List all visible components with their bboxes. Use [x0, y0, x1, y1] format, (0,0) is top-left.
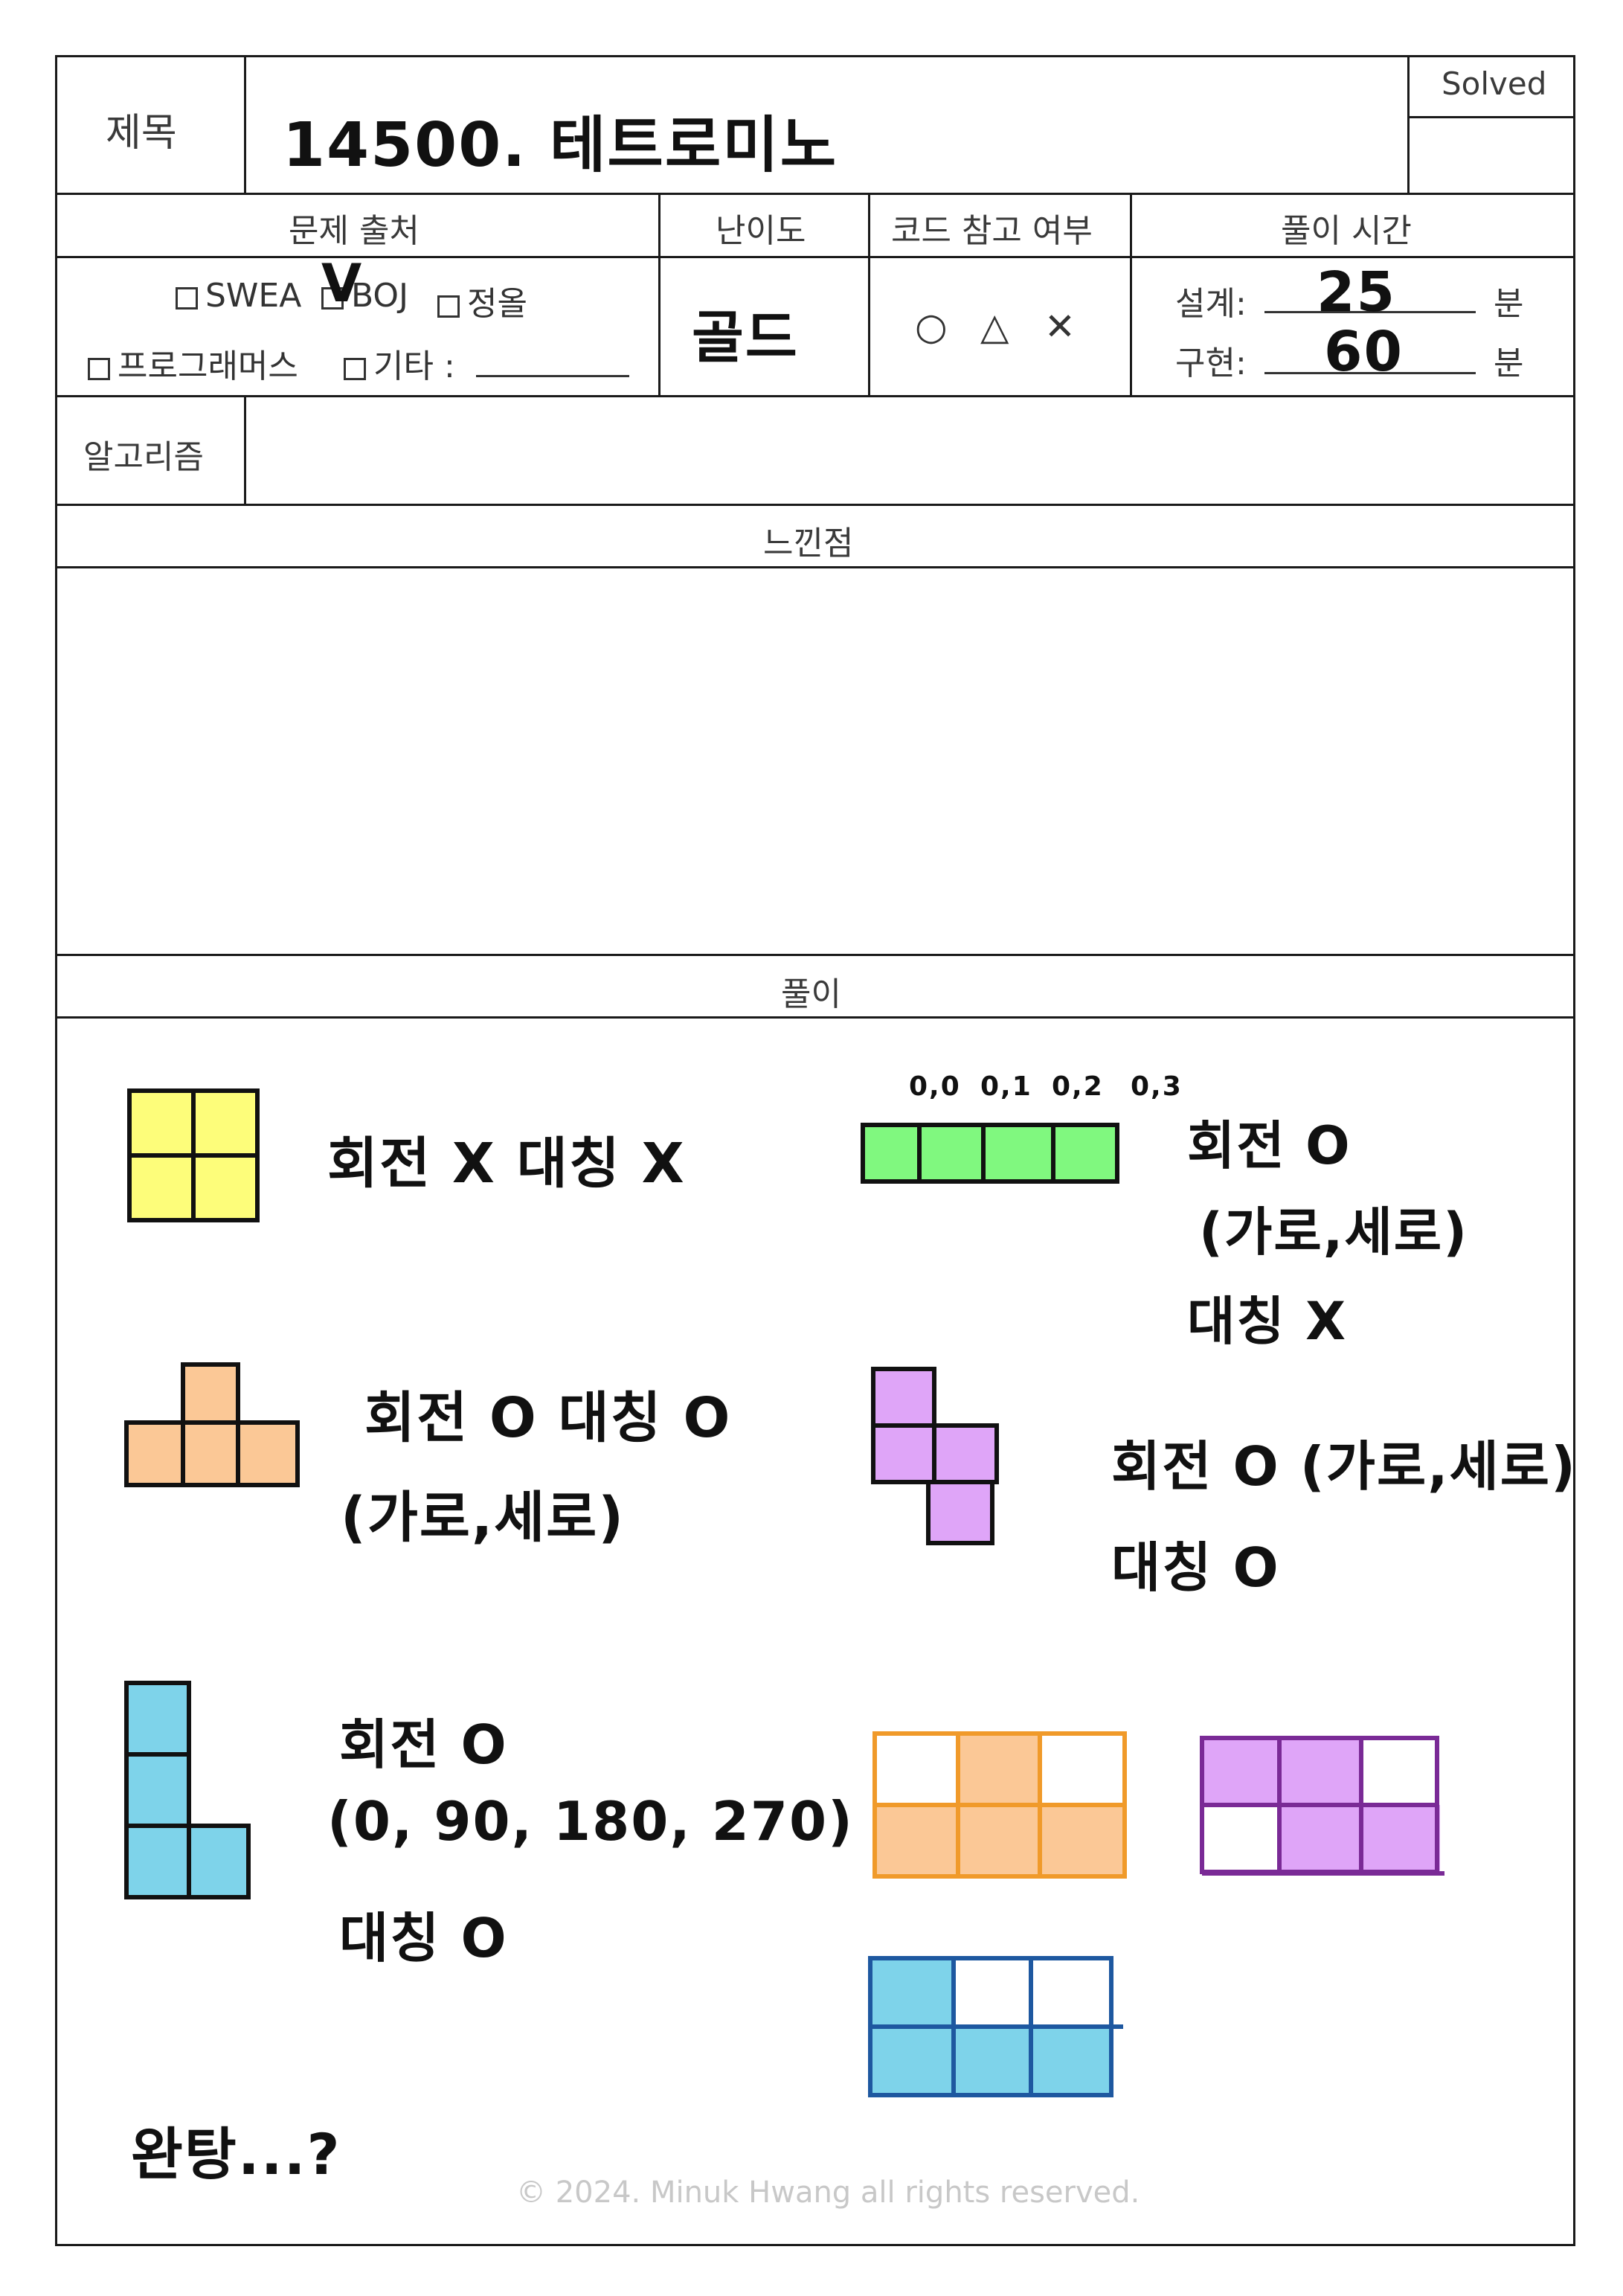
code-ref-triangle[interactable]: △ [980, 305, 1009, 348]
i-tetromino [861, 1123, 1119, 1184]
i-index-3: 0,3 [1131, 1071, 1183, 1102]
impl-label: 구현: [1175, 344, 1247, 382]
checkbox[interactable] [176, 287, 198, 310]
algorithm-label: 알고리즘 [83, 438, 204, 476]
code-ref-x[interactable]: ✕ [1044, 305, 1076, 348]
row-line-3 [55, 395, 1575, 397]
col-title-label [244, 55, 246, 195]
checkbox[interactable] [437, 295, 460, 318]
square-tetromino [127, 1088, 260, 1222]
source-option-programmers[interactable]: 프로그래머스 [88, 339, 298, 387]
row-line-6 [55, 954, 1575, 956]
code-ref-circle[interactable]: ○ [915, 305, 948, 348]
checkbox[interactable] [344, 358, 366, 380]
i-note-2: (가로,세로) [1199, 1202, 1469, 1263]
impl-value: 60 [1324, 320, 1404, 384]
source-option-other[interactable]: 기타 : [344, 339, 455, 387]
t-tetromino [124, 1362, 300, 1487]
l-note-3: 대칭 O [339, 1907, 508, 1969]
impl-line [1264, 372, 1476, 374]
l-note-1: 회전 O [339, 1713, 508, 1776]
source-option-boj[interactable]: BOJ [321, 277, 408, 315]
row-line-4 [55, 504, 1575, 506]
i-note-3: 대칭 X [1187, 1291, 1348, 1352]
square-note: 회전 X 대칭 X [327, 1132, 686, 1196]
frame-bottom [55, 2244, 1575, 2246]
s-tetromino [871, 1367, 999, 1545]
other-input-line[interactable] [476, 375, 629, 377]
design-unit: 분 [1494, 285, 1524, 323]
i-index-1: 0,1 [980, 1071, 1032, 1102]
copyright-footer: © 2024. Minuk Hwang all rights reserved. [516, 2175, 1140, 2210]
checkbox[interactable] [321, 287, 344, 310]
col-coderef [1130, 193, 1132, 397]
col-algo [244, 395, 246, 506]
design-line [1264, 311, 1476, 313]
frame-top [55, 55, 1575, 57]
reflection-label: 느낀점 [763, 525, 854, 562]
l-note-2: (0, 90, 180, 270) [327, 1790, 854, 1853]
source-label: 문제 출처 [289, 212, 420, 250]
row-line-1 [55, 193, 1575, 195]
col-source [658, 193, 661, 397]
code-ref-label: 코드 참고 여부 [891, 212, 1093, 250]
row-line-2 [55, 256, 1575, 258]
s-note-2: 대칭 O [1111, 1536, 1280, 1599]
title-label: 제목 [106, 111, 177, 155]
checkbox[interactable] [88, 358, 110, 380]
s-note-1: 회전 O (가로,세로) [1111, 1435, 1577, 1498]
design-label: 설계: [1175, 285, 1247, 323]
source-option-swea[interactable]: SWEA [176, 277, 301, 315]
col-solved [1407, 55, 1410, 195]
col-difficulty [868, 193, 870, 397]
row-line-7 [55, 1016, 1575, 1019]
frame-left [55, 55, 57, 2246]
t-note-1: 회전 O 대칭 O [364, 1386, 732, 1450]
row-line-5 [55, 566, 1575, 568]
difficulty-label: 난이도 [716, 212, 806, 250]
design-value: 25 [1317, 260, 1396, 324]
i-note-1: 회전 O [1187, 1115, 1352, 1176]
purple-grid [1200, 1736, 1444, 1876]
t-note-2: (가로,세로) [341, 1486, 626, 1550]
l-tetromino [124, 1681, 251, 1899]
title-value: 14500. 테트로미노 [283, 110, 838, 181]
i-index-0: 0,0 [909, 1071, 961, 1102]
blue-grid [868, 1956, 1123, 2097]
i-index-2: 0,2 [1052, 1071, 1104, 1102]
difficulty-value: 골드 [692, 304, 799, 371]
source-option-jungol[interactable]: 정올 [437, 277, 527, 324]
check-mark: V [321, 253, 364, 314]
solved-divider [1407, 116, 1575, 118]
final-note: 완탕...? [131, 2121, 341, 2187]
impl-unit: 분 [1494, 344, 1524, 382]
orange-grid [872, 1731, 1127, 1879]
solution-label: 풀이 [781, 975, 841, 1013]
solved-label: Solved [1442, 65, 1547, 102]
frame-right [1573, 55, 1575, 2246]
time-label: 풀이 시간 [1281, 212, 1412, 250]
